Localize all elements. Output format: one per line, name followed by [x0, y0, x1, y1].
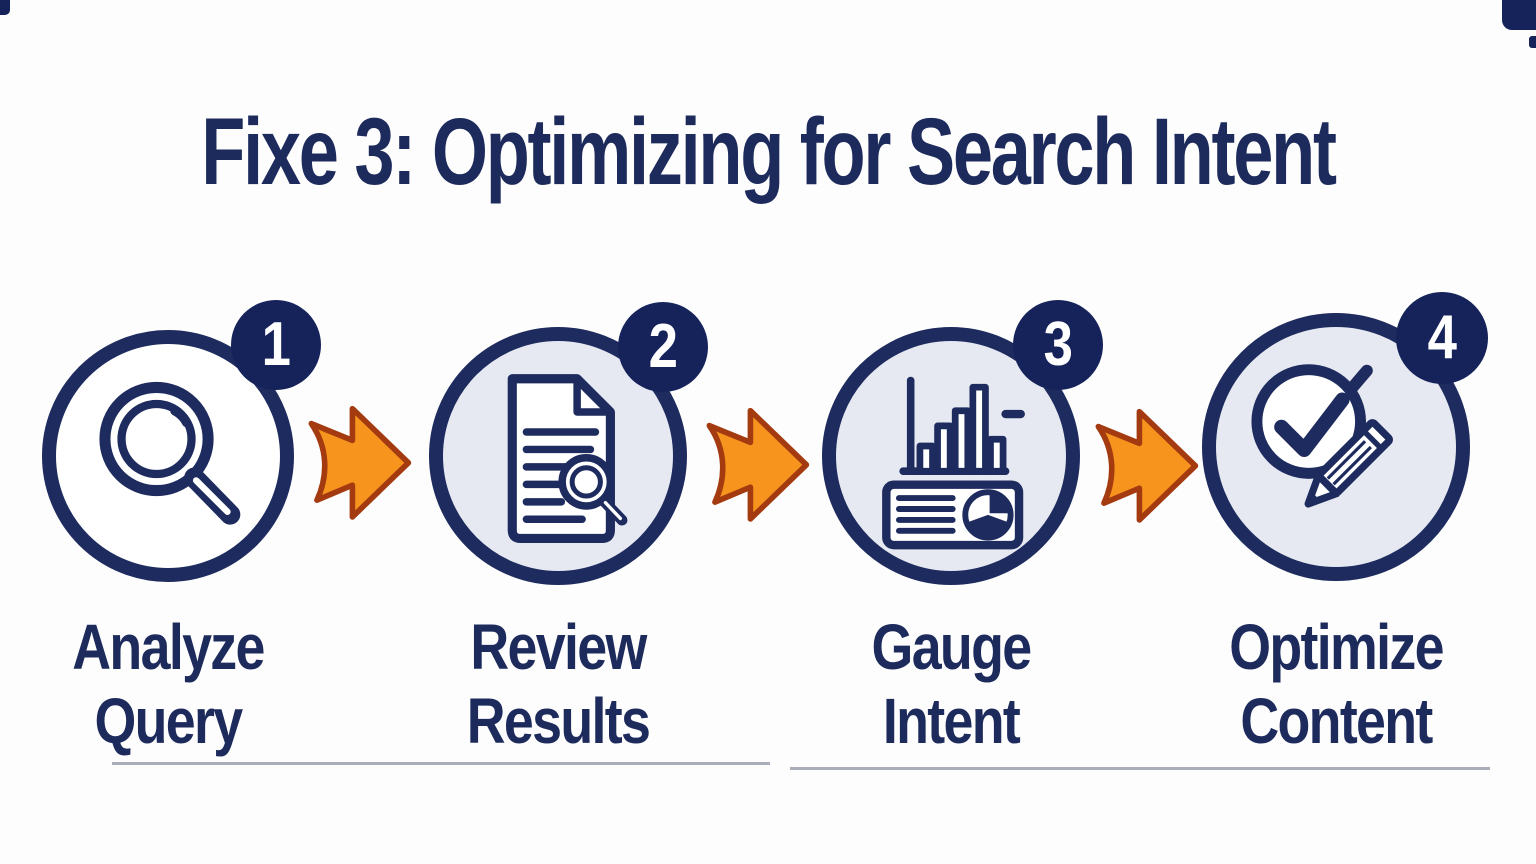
corner-mark-top-right-nub — [1529, 36, 1536, 48]
step-3-label: Gauge Intent — [781, 610, 1121, 758]
divider-line-right — [790, 767, 1490, 770]
step-2-label-line1: Review — [470, 611, 647, 683]
analytics-dashboard-icon — [882, 376, 1025, 549]
step-3-badge: 3 — [1013, 300, 1103, 390]
step-2-number: 2 — [648, 312, 678, 381]
step-2-badge: 2 — [618, 302, 708, 392]
step-1-label: Analyze Query — [0, 610, 338, 758]
step-3: 3 Gauge Intent — [781, 290, 1121, 790]
corner-mark-top-left — [0, 0, 10, 15]
step-1: 1 Analyze Query — [0, 290, 338, 790]
document-search-icon — [507, 373, 628, 543]
step-3-label-line2: Intent — [882, 685, 1021, 757]
step-2-label-line2: Results — [466, 685, 651, 757]
step-4-label-line1: Optimize — [1229, 611, 1444, 683]
step-2-label: Review Results — [388, 610, 728, 758]
step-4-badge: 4 — [1396, 292, 1488, 384]
step-4-number: 4 — [1427, 303, 1457, 372]
arrow-right-icon-2 — [706, 407, 810, 522]
step-3-number: 3 — [1043, 310, 1073, 379]
page-title: Fixe 3: Optimizing for Search Intent — [201, 99, 1337, 205]
step-1-label-line2: Query — [94, 685, 244, 757]
step-2: 2 Review Results — [388, 290, 728, 790]
check-pencil-icon — [1251, 364, 1393, 508]
magnifier-icon — [98, 381, 240, 525]
step-4-label: Optimize Content — [1166, 610, 1506, 758]
divider-line-left — [112, 762, 770, 765]
step-4-label-line2: Content — [1240, 685, 1433, 757]
step-1-number: 1 — [261, 310, 291, 379]
step-1-label-line1: Analyze — [72, 611, 265, 683]
step-4: 4 Optimize Content — [1166, 290, 1506, 790]
step-3-label-line1: Gauge — [871, 611, 1033, 683]
step-1-badge: 1 — [231, 300, 321, 390]
corner-mark-top-right — [1502, 0, 1536, 30]
arrow-right-icon-1 — [308, 405, 412, 520]
arrow-right-icon-3 — [1095, 408, 1199, 523]
